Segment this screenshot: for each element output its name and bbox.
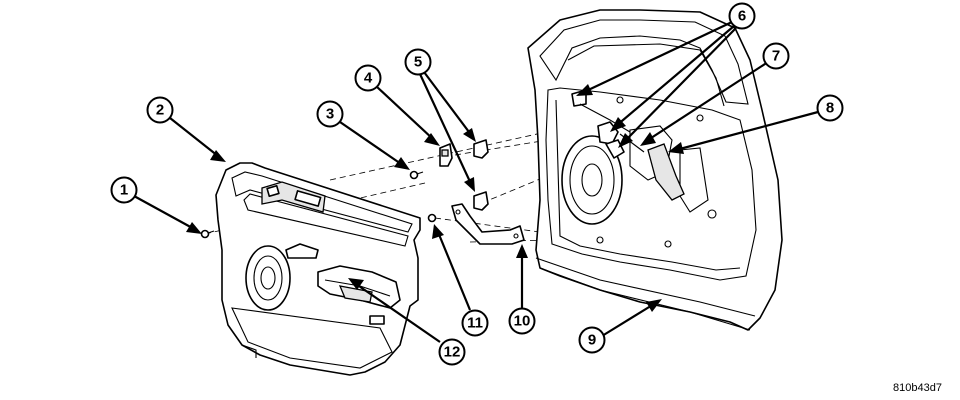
callout-3: 3	[316, 100, 410, 170]
screw-3	[409, 170, 424, 180]
callout-12: 12	[348, 278, 466, 366]
callout-label: 6	[738, 8, 746, 25]
callout-6: 6	[576, 2, 756, 148]
callout-label: 5	[414, 54, 422, 71]
door-trim-panel	[215, 162, 421, 376]
callout-label: 8	[826, 100, 834, 117]
clip-5-upper	[473, 139, 489, 159]
callout-7: 7	[640, 42, 790, 146]
screw-11	[427, 213, 437, 223]
callout-8: 8	[668, 94, 844, 154]
figure-id: 810b43d7	[893, 382, 942, 394]
pull-handle-bracket-10	[451, 203, 525, 245]
callout-4: 4	[354, 64, 440, 146]
callout-10: 10	[508, 244, 536, 335]
callout-label: 2	[156, 102, 164, 119]
screw-1	[200, 229, 215, 239]
callout-label: 1	[120, 182, 128, 199]
callout-2: 2	[146, 96, 226, 162]
callout-11: 11	[432, 224, 489, 337]
callout-label: 10	[514, 313, 531, 330]
callout-1: 1	[110, 176, 202, 234]
callout-label: 12	[444, 344, 461, 361]
callout-5: 5	[404, 48, 476, 192]
callout-label: 7	[772, 48, 780, 65]
bracket-4	[439, 143, 453, 167]
callout-label: 4	[364, 70, 373, 87]
callout-label: 11	[467, 315, 483, 332]
callout-9: 9	[578, 299, 662, 354]
clip-5-lower	[473, 191, 489, 211]
callout-label: 3	[326, 106, 334, 123]
callout-label: 9	[588, 332, 596, 349]
